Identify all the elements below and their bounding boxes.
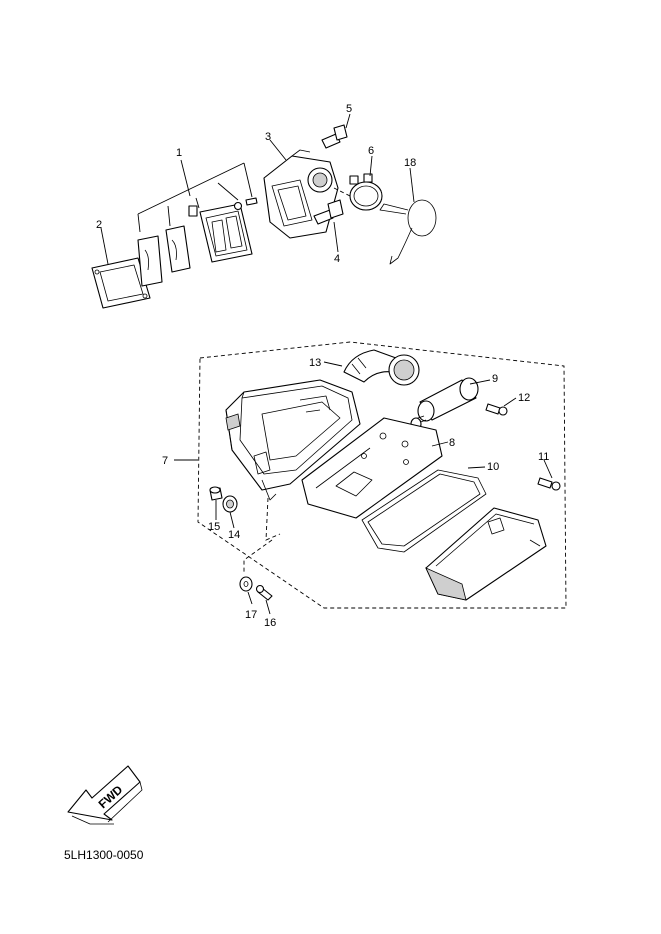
part-number-3: 3 <box>265 131 271 143</box>
part-number-10: 10 <box>487 461 499 473</box>
part-number-14: 14 <box>228 529 240 541</box>
mount-path-lines <box>243 497 281 572</box>
part-number-16: 16 <box>264 617 276 629</box>
diagram-reference-code: 5LH1300-0050 <box>64 848 144 862</box>
wire-clip <box>379 199 437 265</box>
part-number-8: 8 <box>449 437 455 449</box>
part-number-9: 9 <box>492 373 498 385</box>
collar <box>209 486 223 501</box>
part-number-12: 12 <box>518 392 530 404</box>
reed-petal-right <box>165 225 191 273</box>
air-cleaner-group-outline <box>197 341 567 609</box>
reed-valve-gasket <box>91 257 151 309</box>
part-number-2: 2 <box>96 219 102 231</box>
forward-direction-arrow: FWD <box>67 765 143 825</box>
duct-screw <box>485 403 508 416</box>
part-number-17: 17 <box>245 609 257 621</box>
part-number-6: 6 <box>368 145 374 157</box>
part-number-4: 4 <box>334 253 340 265</box>
intake-duct-elbow <box>343 349 420 386</box>
cleaner-cover <box>425 507 547 601</box>
intake-manifold <box>263 149 339 239</box>
cover-screw <box>537 477 561 491</box>
clamp-path-line <box>333 187 351 197</box>
part-number-1: 1 <box>176 147 182 159</box>
cleaner-gasket-seal <box>361 469 487 553</box>
cleaner-element <box>301 417 443 519</box>
reed-petal-left <box>137 235 163 287</box>
mount-bolt <box>255 584 273 601</box>
washer <box>239 576 253 592</box>
reed-screw-small <box>233 197 258 211</box>
part-number-11: 11 <box>538 451 549 463</box>
part-number-5: 5 <box>346 103 352 115</box>
grommet <box>222 495 238 513</box>
part-number-15: 15 <box>208 521 220 533</box>
leaders <box>100 113 553 615</box>
manifold-bolt-upper <box>321 124 348 149</box>
reed-valve-block <box>188 203 253 263</box>
part-number-18: 18 <box>404 157 416 169</box>
manifold-bolt-lower <box>313 199 344 225</box>
hose-clamp <box>349 173 383 211</box>
part-number-7: 7 <box>162 455 168 467</box>
part-number-13: 13 <box>309 357 321 369</box>
intake-funnel <box>409 377 479 431</box>
air-cleaner-case <box>225 379 361 501</box>
part-1-bracket <box>137 159 253 233</box>
